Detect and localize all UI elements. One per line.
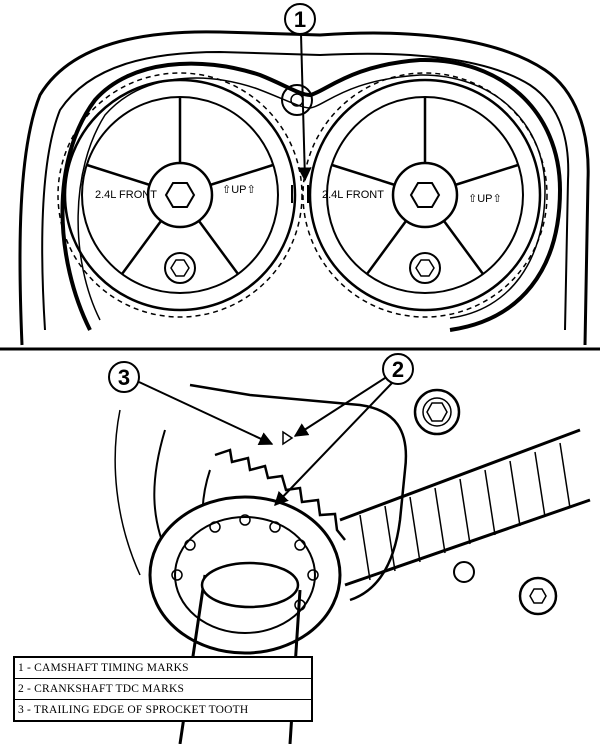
callout-3-leader [138,381,274,446]
left-camshaft-sprocket: 2.4L FRONT ⇧UP⇧ [57,72,303,318]
crankshaft-view [108,353,591,744]
callout-3-circle [108,361,140,393]
camshaft-view: 2.4L FRONT ⇧UP⇧ 2.4L FRONT ⇧UP⇧ [18,3,590,346]
callout-1-circle [284,3,316,35]
callout-2-leader-lower [274,382,393,507]
left-front-label: 2.4L FRONT [95,189,157,201]
left-up-label: ⇧UP⇧ [222,184,256,196]
crankshaft-tdc-mark-upper [282,430,294,446]
right-up-label: ⇧UP⇧ [468,193,502,205]
hub-nut [164,252,196,284]
timing-belt-outer [60,57,563,332]
engine-cover-inner [41,50,570,331]
callout-2-leader-upper [293,377,386,437]
idler-pulley [281,84,313,116]
callout-2-circle [382,353,414,385]
lower-nut [453,561,558,616]
callout-1-leader [297,33,312,182]
belt-right-bottom [344,498,591,587]
callout-2-number: 2 [392,357,404,382]
legend-row-3: 3 - TRAILING EDGE OF SPROCKET TOOTH [18,704,249,716]
bolt-head [409,182,441,208]
crankshaft-hub [148,495,342,744]
hub-nut [409,252,441,284]
engine-cover-outline [18,30,590,346]
timing-belt-inner [77,74,546,321]
bolt-head [164,182,196,208]
right-camshaft-sprocket: 2.4L FRONT ⇧UP⇧ [302,72,548,318]
right-front-label: 2.4L FRONT [322,189,384,201]
legend-row-2: 2 - CRANKSHAFT TDC MARKS [15,679,311,700]
crankshaft-sprocket [214,448,346,541]
callout-1-number: 1 [294,7,306,32]
legend-table: 1 - CAMSHAFT TIMING MARKS 2 - CRANKSHAFT… [13,656,313,722]
legend-row-1: 1 - CAMSHAFT TIMING MARKS [15,658,311,679]
oil-pump-housing [189,383,408,602]
housing-bolt [413,388,461,436]
belt-right-top [339,428,581,522]
callout-3-number: 3 [118,365,130,390]
